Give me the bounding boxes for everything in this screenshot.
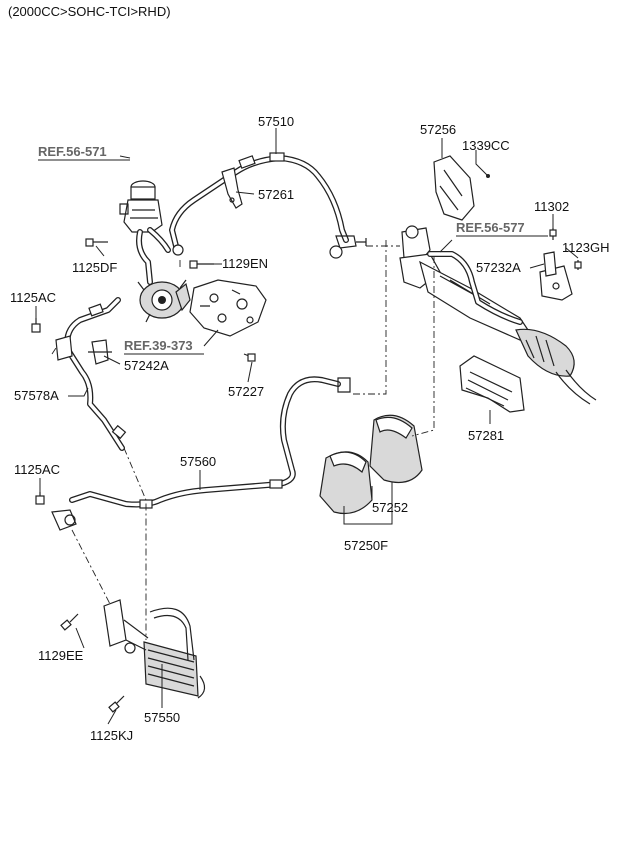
- bolt-1125AC-top: [31, 318, 41, 333]
- part-label-57550: 57550: [144, 710, 180, 725]
- part-label-57242A: 57242A: [124, 358, 169, 373]
- part-label-1129EE: 1129EE: [38, 648, 84, 663]
- bolt-1125AC-bottom: [35, 492, 45, 505]
- part-label-1125DF: 1125DF: [72, 260, 117, 275]
- boot-cover-rear: [369, 414, 423, 483]
- bolt-11302: [549, 228, 557, 240]
- heat-protector: [459, 355, 525, 413]
- part-label-57256: 57256: [420, 122, 456, 137]
- boot-cover-front: [319, 451, 373, 515]
- ref-label-56-577: REF.56-577: [456, 220, 525, 235]
- part-label-57252: 57252: [372, 500, 408, 515]
- hose-clip: [88, 339, 112, 365]
- pump-bracket: [189, 279, 267, 337]
- hose-bracket: [221, 167, 243, 209]
- part-label-57232A: 57232A: [476, 260, 521, 275]
- reservoir-tank: [119, 180, 163, 233]
- ref-label-39-373: REF.39-373: [124, 338, 193, 353]
- pipe-clamp-lower: [51, 509, 77, 531]
- part-label-1125KJ: 1125KJ: [90, 728, 133, 743]
- power-steering-pump: [137, 279, 191, 323]
- bolt-1123GH: [574, 260, 582, 270]
- bolt-1129EE: [60, 613, 79, 631]
- part-label-1125AC-top: 1125AC: [10, 290, 56, 305]
- part-label-57250F: 57250F: [344, 538, 388, 553]
- part-label-57510: 57510: [258, 114, 294, 129]
- leader-lines: [35, 128, 579, 725]
- bolt-1129EN: [189, 260, 214, 269]
- steering-gear-box: [399, 225, 597, 405]
- part-label-57261: 57261: [258, 187, 294, 202]
- part-label-57281: 57281: [468, 428, 504, 443]
- part-label-57578A: 57578A: [14, 388, 59, 403]
- assembly-lines: [51, 240, 435, 640]
- part-label-1123GH: 1123GH: [562, 240, 609, 255]
- bolt-57227: [243, 353, 256, 362]
- part-label-1129EN: 1129EN: [222, 256, 268, 271]
- oil-cooler: [103, 599, 206, 699]
- part-label-57227: 57227: [228, 384, 264, 399]
- gear-box-bracket: [433, 155, 475, 221]
- bolt-1125DF: [85, 238, 108, 247]
- ref-label-56-571: REF.56-571: [38, 144, 107, 159]
- part-label-1339CC: 1339CC: [462, 138, 510, 153]
- part-label-11302: 11302: [534, 199, 569, 214]
- part-label-1125AC-bottom: 1125AC: [14, 462, 60, 477]
- variant-header: (2000CC>SOHC-TCI>RHD): [8, 4, 171, 19]
- mount-clamp: [539, 251, 573, 301]
- part-label-57560: 57560: [180, 454, 216, 469]
- bolt-1125KJ: [108, 695, 125, 713]
